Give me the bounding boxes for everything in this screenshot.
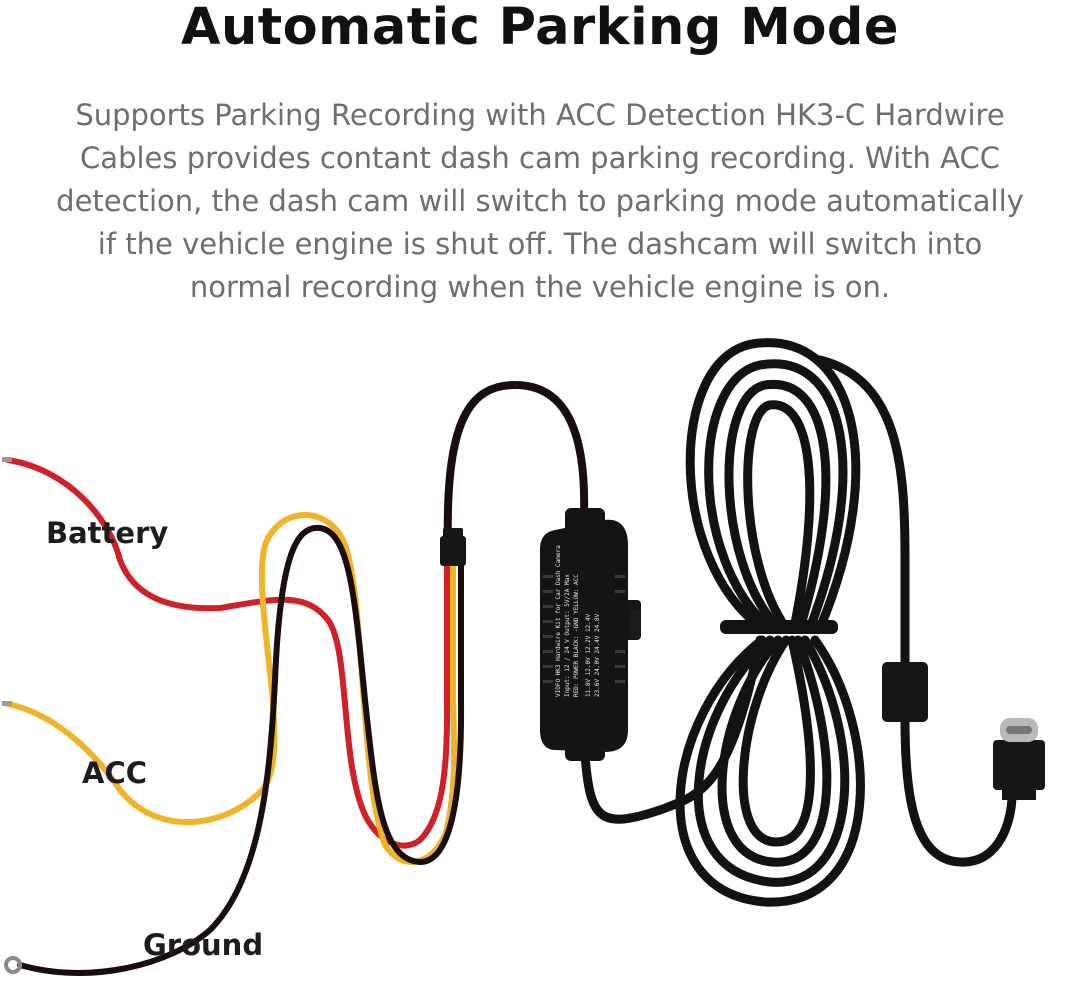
ground-label: Ground [143,928,264,962]
arch-cable [443,380,589,549]
battery-wire [5,457,451,849]
ground-wire [17,524,465,976]
acc-label: ACC [82,756,148,790]
usb-c-plug [993,718,1045,800]
description-line: detection, the dash cam will switch to p… [56,184,1024,218]
page-title: Automatic Parking Mode [180,0,900,57]
box-spec-text: Input: 12 / 24 V Output: 5V/2A Max [564,574,571,697]
description-line: Supports Parking Recording with ACC Dete… [75,98,1005,132]
box-threshold-text: 11.8V 12.0V 12.2V 12.4V [585,614,592,697]
grip-ridges [543,575,625,683]
converter-box: VIOFO HK3 Hardwire Kit for Car Dash Came… [540,508,641,761]
output-cable [580,635,765,824]
box-threshold-text: 23.6V 24.0V 24.4V 24.8V [594,614,601,697]
description-line: Cables provides contant dash cam parking… [80,141,1000,175]
ferrite-bead [882,662,928,722]
acc-wire-tip [2,701,12,706]
battery-label: Battery [46,516,169,550]
coiled-cable [675,338,1017,907]
battery-wire-tip [2,457,12,462]
cable-tie [720,620,838,634]
description-line: normal recording when the vehicle engine… [189,270,891,304]
box-model-text: VIOFO HK3 Hardwire Kit for Car Dash Came… [555,545,562,697]
description-line: if the vehicle engine is shut off. The d… [97,227,983,261]
description: Supports Parking Recording with ACC Dete… [4,94,1076,309]
wire-splitter [440,528,466,566]
box-wires-text: RED: POWER BLACK: -GND YELLOW: ACC [573,574,580,697]
acc-wire [5,512,458,865]
ring-terminal [4,956,22,974]
